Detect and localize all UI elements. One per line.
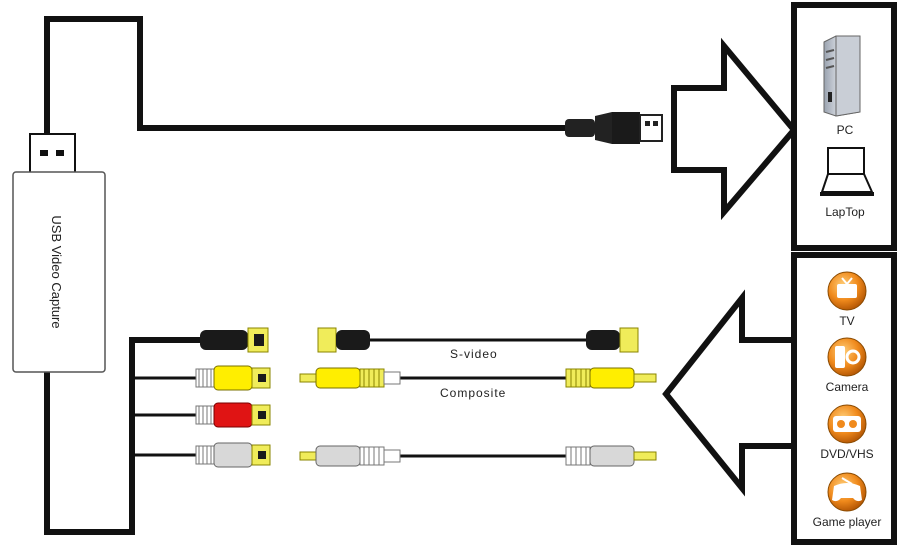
computers-panel: PC LapTop	[791, 2, 897, 251]
main-cable	[44, 16, 572, 535]
dvd-vhs-icon	[827, 404, 867, 444]
laptop-icon	[820, 147, 874, 196]
audio-plug-white	[195, 442, 271, 468]
camera-icon	[827, 337, 867, 377]
source-label: Game player	[813, 515, 882, 529]
usb-connector	[29, 133, 76, 175]
sources-panel: TV Camera DVD/VHS Game player	[791, 252, 897, 545]
video-plug-yellow	[195, 365, 271, 391]
source-label: Camera	[826, 380, 869, 394]
tv-icon	[827, 271, 867, 311]
computer-label: PC	[837, 123, 854, 137]
composite-label: Composite	[440, 386, 506, 400]
composite-cable	[299, 367, 657, 389]
svideo-cable	[317, 327, 639, 353]
desktop-tower-icon	[823, 35, 861, 117]
breakout-plugs	[195, 327, 271, 468]
capture-stick-body	[12, 171, 106, 373]
usb-plug-icon	[565, 112, 663, 144]
audio-cable-white	[299, 445, 657, 467]
arrow-from-sources	[662, 289, 794, 497]
usb-capture-device: USB Video Capture	[12, 133, 106, 373]
game-controller-icon	[827, 472, 867, 512]
source-label: TV	[839, 314, 854, 328]
source-label: DVD/VHS	[820, 447, 873, 461]
audio-plug-red	[195, 402, 271, 428]
svideo-plug	[200, 327, 269, 353]
computer-label: LapTop	[825, 205, 865, 219]
device-label: USB Video Capture	[49, 215, 64, 328]
arrow-to-computers	[671, 37, 798, 221]
breakout-wires	[132, 376, 198, 457]
svideo-label: S-video	[450, 347, 498, 361]
